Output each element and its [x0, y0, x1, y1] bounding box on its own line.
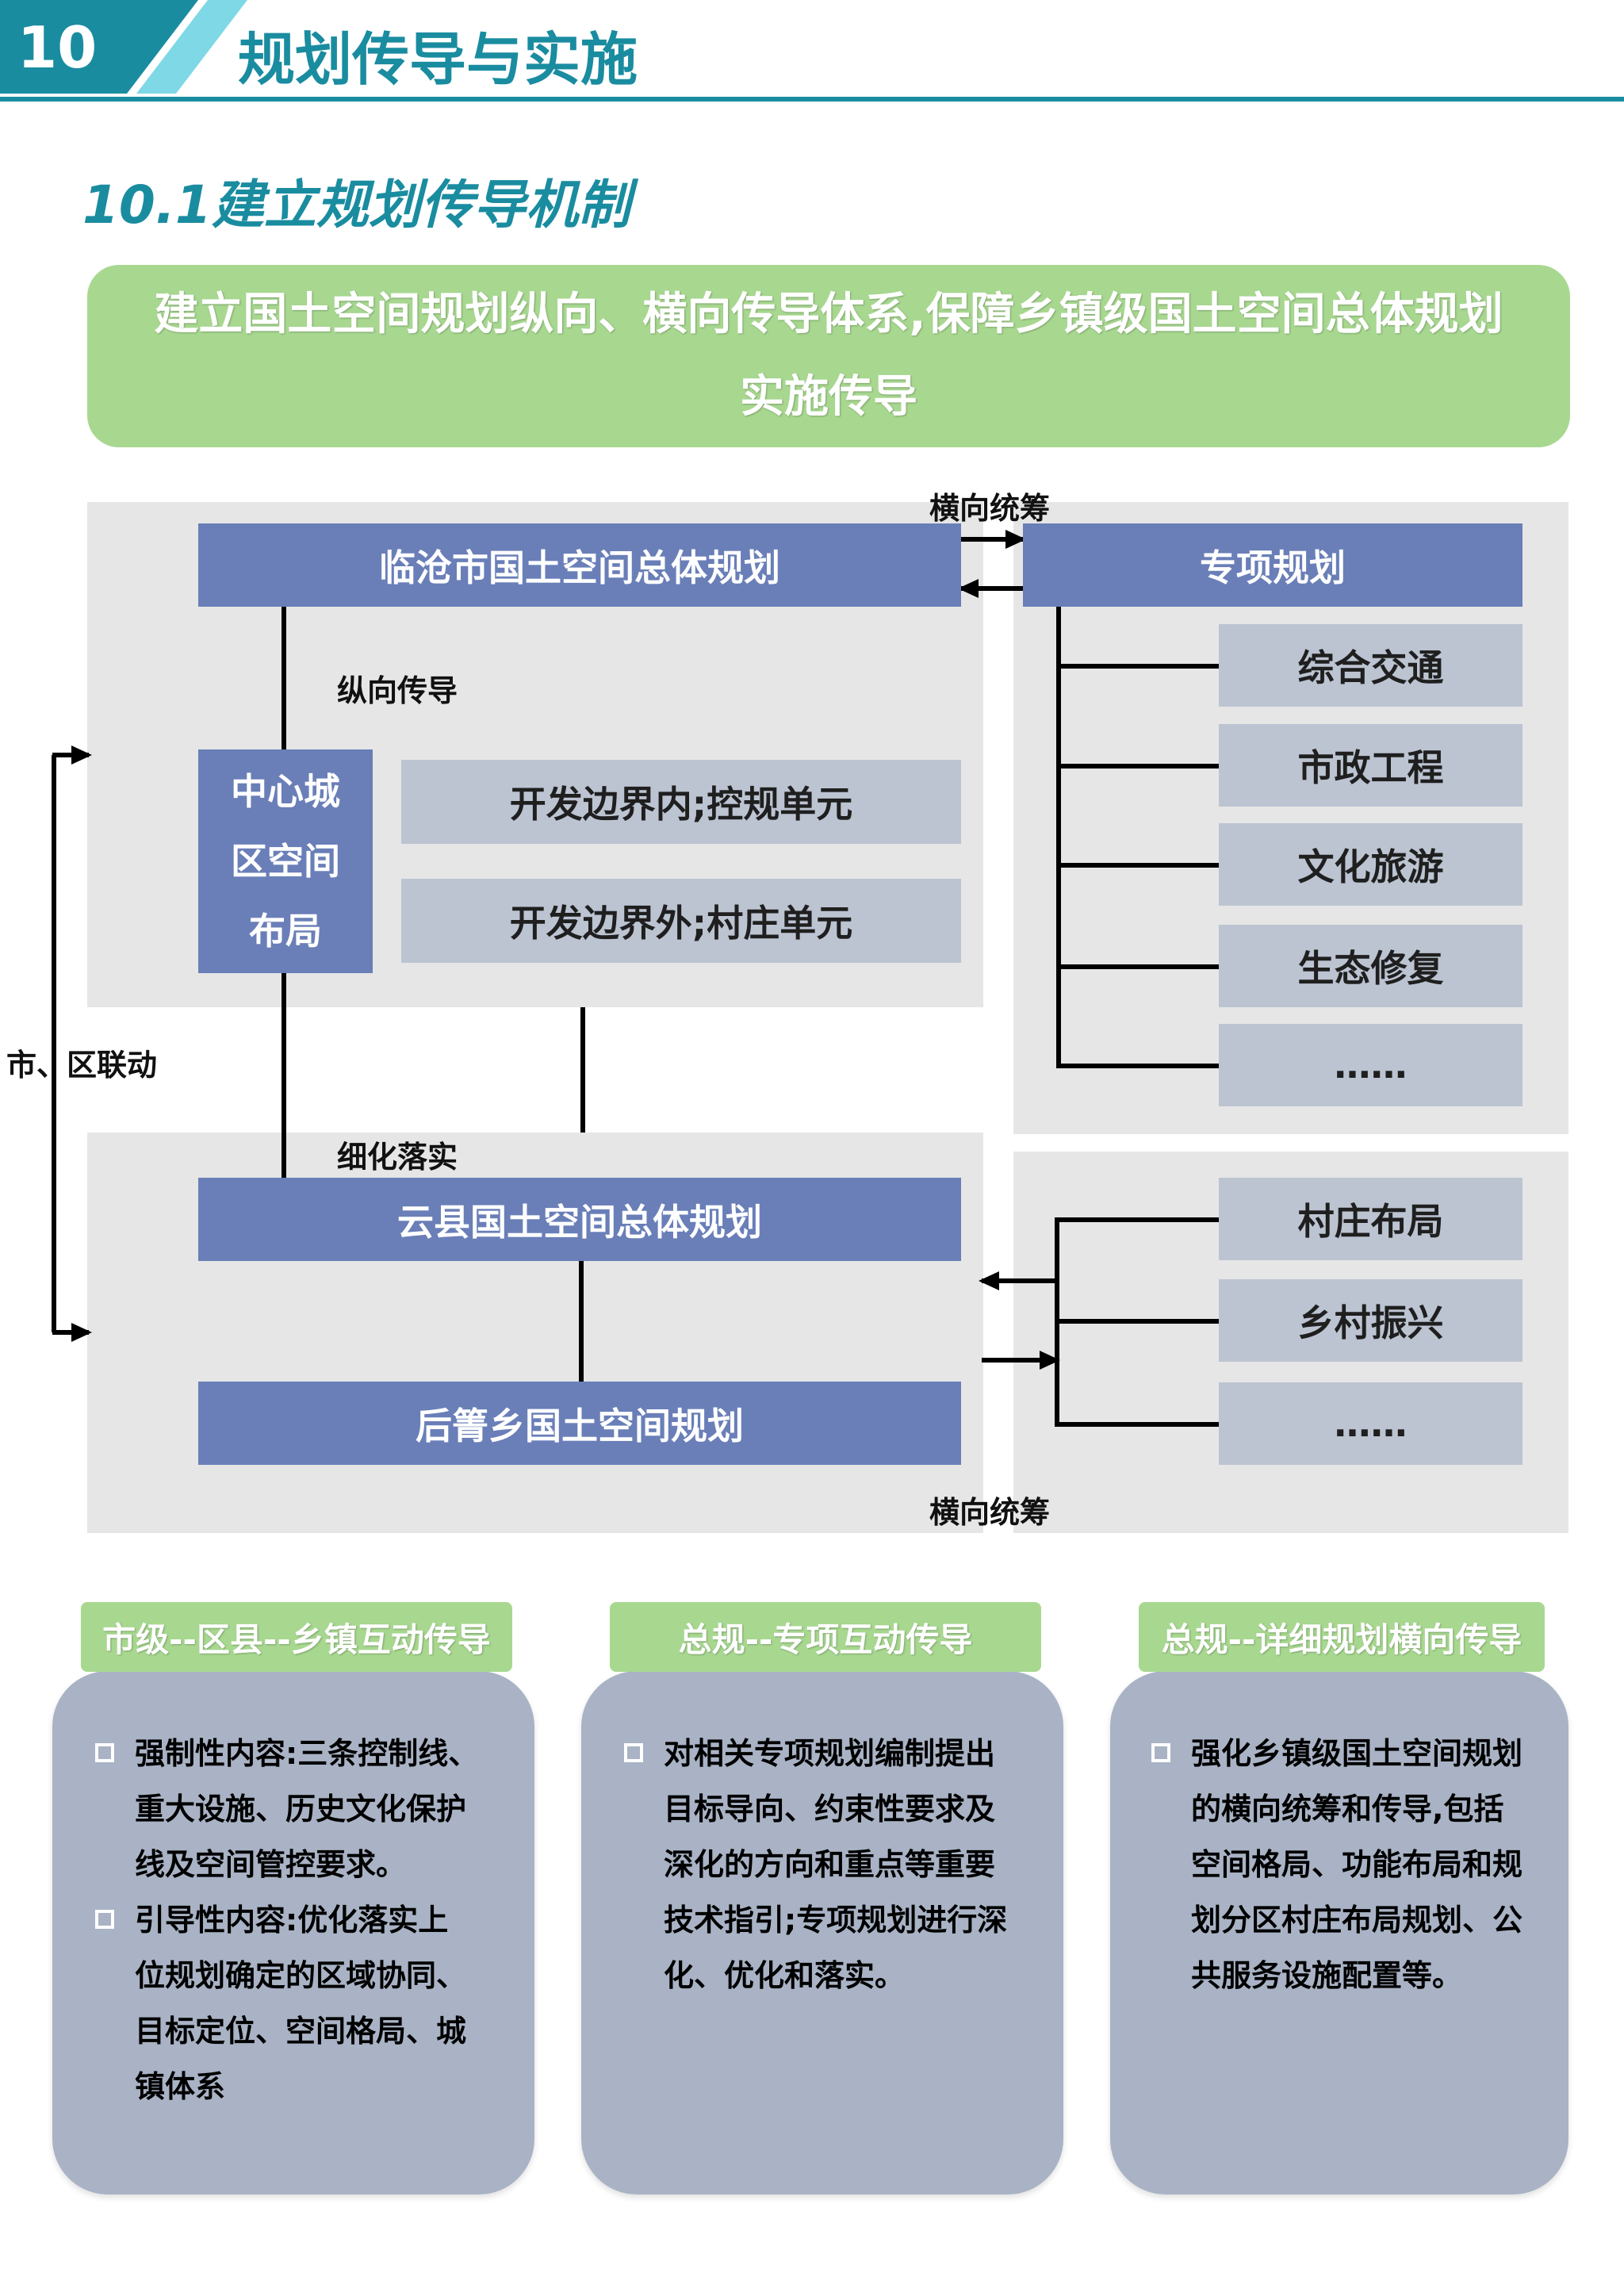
special-branch-2 [1056, 764, 1219, 769]
checkbox-bullet-icon [624, 1743, 643, 1762]
special-item-culture-tourism: 文化旅游 [1219, 823, 1522, 906]
bullet-line: 目标定位、空间格局、城 [135, 2014, 467, 2049]
box-dev-outside: 开发边界外;村庄单元 [401, 879, 961, 963]
village-branch-2 [1055, 1319, 1219, 1324]
checkbox-bullet-icon [95, 1743, 114, 1762]
center-layout-line-2: 区空间 [231, 840, 340, 883]
header-bar: 10 规划传导与实施 [0, 0, 1624, 103]
village-item-more: …… [1219, 1382, 1522, 1465]
summary-banner: 建立国土空间规划纵向、横向传导体系,保障乡镇级国土空间总体规划 实施传导 [87, 265, 1570, 447]
card-content-master-special: 对相关专项规划编制提出 目标导向、约束性要求及 深化的方向和重点等重要 技术指引… [624, 1726, 1044, 2003]
header-decoration [0, 0, 1624, 102]
bullet-guiding: 引导性内容:优化落实上 位规划确定的区域协同、 目标定位、空间格局、城 镇体系 [95, 1892, 508, 2114]
bullet-line: 的横向统筹和传导,包括 [1191, 1792, 1504, 1826]
box-center-layout: 中心城 区空间 布局 [198, 749, 373, 973]
box-houqing-plan: 后箐乡国土空间规划 [198, 1382, 961, 1465]
label-city-district: 市、区联动 [6, 1048, 158, 1083]
card-title-master-detailed: 总规--详细规划横向传导 [1139, 1602, 1545, 1672]
connector-county-township [579, 1261, 584, 1382]
bullet-line: 空间格局、功能布局和规 [1191, 1847, 1523, 1882]
bullet-horizontal-coordination: 强化乡镇级国土空间规划 的横向统筹和传导,包括 空间格局、功能布局和规 划分区村… [1151, 1726, 1556, 2003]
bullet-line: 深化的方向和重点等重要 [664, 1847, 996, 1882]
special-branch-4 [1056, 964, 1219, 969]
bullet-line: 引导性内容:优化落实上 [135, 1903, 449, 1938]
special-item-municipal: 市政工程 [1219, 724, 1522, 807]
card-master-detailed [1110, 1671, 1568, 2194]
bullet-line: 共服务设施配置等。 [1191, 1958, 1463, 1993]
special-tree-trunk [1056, 607, 1061, 1068]
special-item-transport: 综合交通 [1219, 624, 1522, 707]
special-branch-1 [1056, 664, 1219, 669]
section-title: 10.1建立规划传导机制 [82, 174, 630, 236]
banner-line-2: 实施传导 [740, 371, 917, 423]
checkbox-bullet-icon [95, 1910, 114, 1929]
center-layout-line-1: 中心城 [231, 770, 340, 813]
village-item-layout: 村庄布局 [1219, 1178, 1522, 1260]
box-special-plan: 专项规划 [1023, 523, 1522, 607]
village-item-revitalization: 乡村振兴 [1219, 1279, 1522, 1362]
bullet-line: 技术指引;专项规划进行深 [664, 1903, 1008, 1938]
special-branch-5 [1056, 1064, 1219, 1068]
bullet-line: 对相关专项规划编制提出 [664, 1736, 996, 1771]
bullet-line: 强化乡镇级国土空间规划 [1191, 1736, 1523, 1771]
vertical-connector-main [282, 607, 286, 749]
label-refine: 细化落实 [337, 1140, 458, 1175]
special-item-ecology: 生态修复 [1219, 925, 1522, 1007]
box-lincang-master-plan: 临沧市国土空间总体规划 [198, 523, 961, 607]
bullet-line: 化、优化和落实。 [664, 1958, 906, 1993]
bullet-special-guidance: 对相关专项规划编制提出 目标导向、约束性要求及 深化的方向和重点等重要 技术指引… [624, 1726, 1044, 2003]
card-master-special [581, 1671, 1063, 2194]
card-title-city-county-town: 市级--区县--乡镇互动传导 [81, 1602, 512, 1672]
special-item-more: …… [1219, 1024, 1522, 1106]
village-branch-1 [1055, 1217, 1219, 1222]
bullet-line: 目标导向、约束性要求及 [664, 1792, 996, 1826]
bullet-line: 镇体系 [135, 2069, 226, 2104]
card-city-county-town [52, 1671, 534, 2194]
vertical-connector-lower [282, 973, 286, 1178]
bullet-mandatory: 强制性内容:三条控制线、 重大设施、历史文化保护 线及空间管控要求。 [95, 1726, 508, 1892]
page-title: 规划传导与实施 [238, 26, 638, 93]
box-yunxian-master-plan: 云县国土空间总体规划 [198, 1178, 961, 1261]
label-horizontal-bottom: 横向统筹 [929, 1495, 1051, 1530]
chapter-number: 10 [17, 14, 98, 81]
card-title-master-special: 总规--专项互动传导 [610, 1602, 1041, 1672]
checkbox-bullet-icon [1151, 1743, 1170, 1762]
connector-to-county [580, 1007, 585, 1133]
box-dev-inside: 开发边界内;控规单元 [401, 760, 961, 844]
center-layout-line-3: 布局 [249, 910, 322, 953]
card-content-city-county-town: 强制性内容:三条控制线、 重大设施、历史文化保护 线及空间管控要求。 引导性内容… [95, 1726, 508, 2114]
special-branch-3 [1056, 863, 1219, 868]
bullet-line: 重大设施、历史文化保护 [135, 1792, 467, 1826]
bullet-line: 划分区村庄布局规划、公 [1191, 1903, 1523, 1938]
bullet-line: 线及空间管控要求。 [135, 1847, 407, 1882]
village-branch-3 [1055, 1422, 1219, 1427]
label-vertical: 纵向传导 [337, 673, 458, 708]
label-horizontal-top: 横向统筹 [929, 491, 1051, 526]
bullet-line: 强制性内容:三条控制线、 [135, 1736, 479, 1771]
card-content-master-detailed: 强化乡镇级国土空间规划 的横向统筹和传导,包括 空间格局、功能布局和规 划分区村… [1151, 1726, 1556, 2003]
banner-line-1: 建立国土空间规划纵向、横向传导体系,保障乡镇级国土空间总体规划 [154, 289, 1503, 340]
bullet-line: 位规划确定的区域协同、 [135, 1958, 467, 1993]
